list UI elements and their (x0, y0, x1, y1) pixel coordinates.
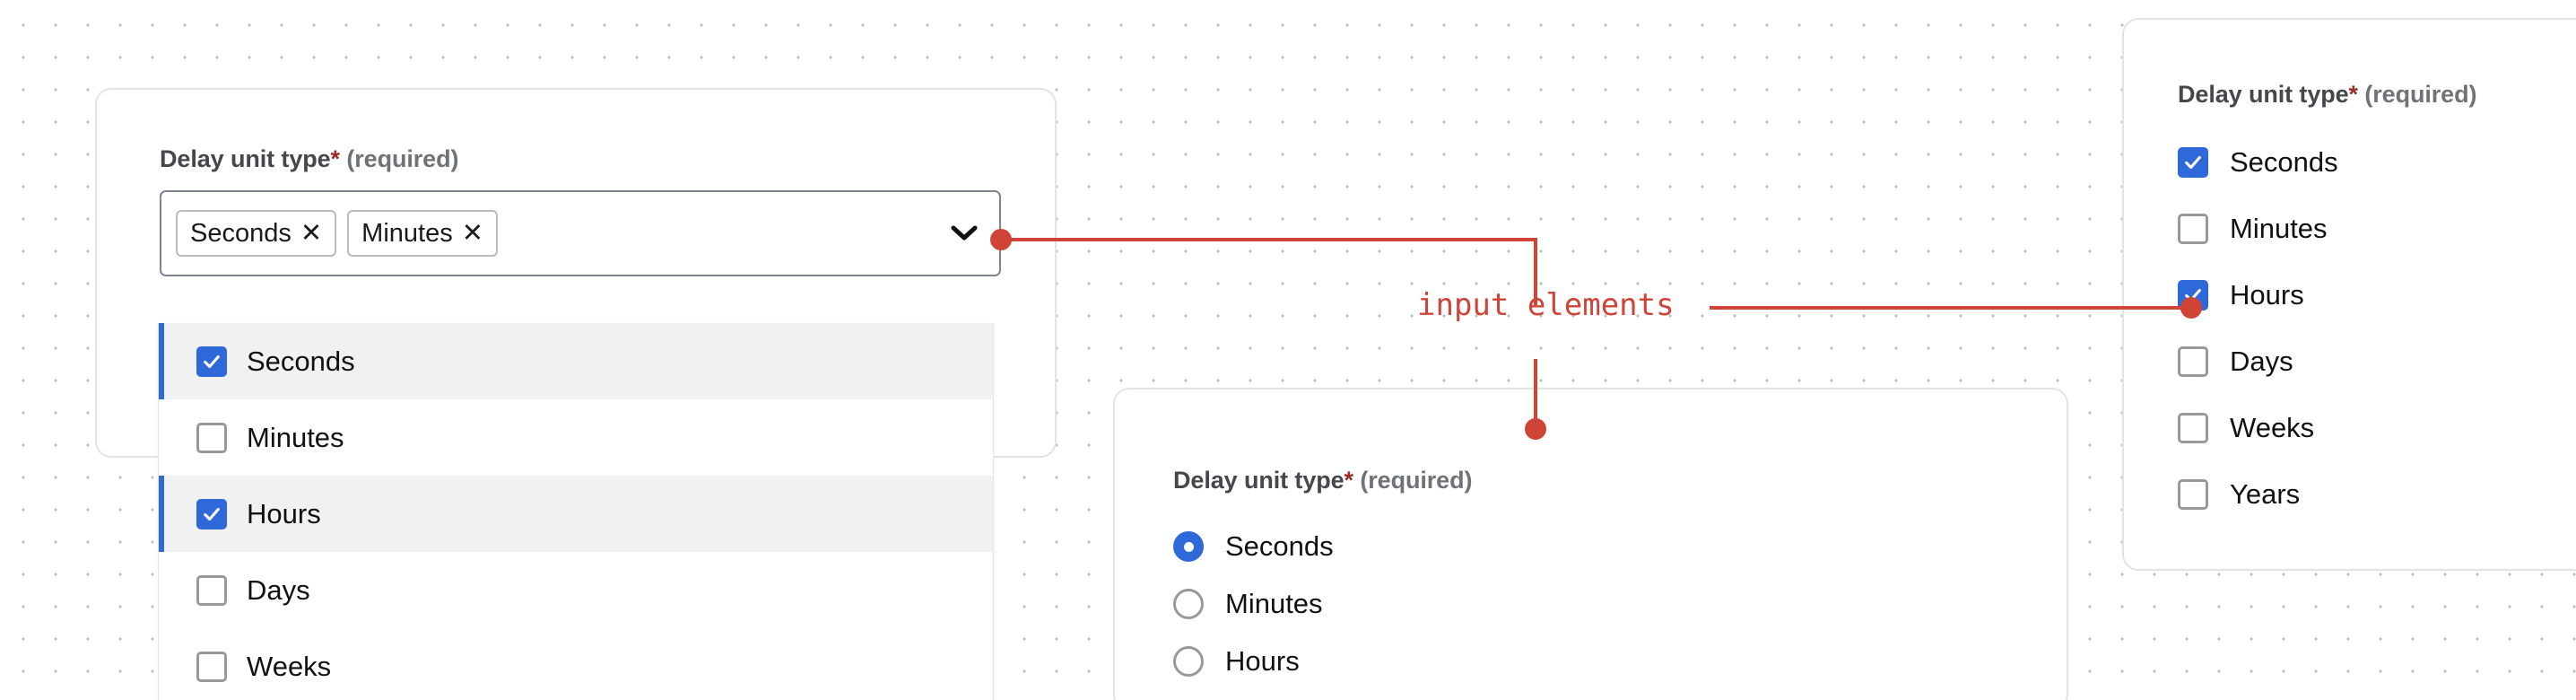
checkbox-option-years-label: Years (2230, 478, 2301, 510)
checkbox-hours-icon[interactable] (2178, 280, 2208, 311)
checkbox-weeks-icon[interactable] (2178, 413, 2208, 443)
radio-option-seconds-label: Seconds (1225, 530, 1334, 562)
checkbox-option-seconds[interactable]: Seconds (2178, 129, 2338, 196)
radio-group-card: Delay unit type* (required) Seconds Minu… (1113, 388, 2068, 700)
listbox-option-days[interactable]: Days (159, 552, 993, 628)
checkbox-option-weeks[interactable]: Weeks (2178, 395, 2338, 461)
listbox-option-seconds-label: Seconds (247, 345, 355, 377)
checkbox-option-hours[interactable]: Hours (2178, 262, 2338, 328)
radio-hours-icon[interactable] (1173, 646, 1204, 677)
radio-option-hours[interactable]: Hours (1173, 633, 1334, 690)
required-hint: (required) (346, 145, 459, 172)
checkbox-field-label: Delay unit type* (required) (2178, 81, 2476, 109)
required-asterisk: * (2348, 81, 2359, 108)
listbox-option-hours[interactable]: Hours (159, 476, 993, 552)
chip-minutes-label: Minutes (361, 218, 453, 248)
checkbox-option-weeks-label: Weeks (2230, 412, 2315, 443)
multiselect-input[interactable]: Seconds ✕ Minutes ✕ (160, 190, 1001, 276)
listbox-option-weeks[interactable]: Weeks (159, 628, 993, 700)
radio-minutes-icon[interactable] (1173, 589, 1204, 619)
checkbox-weeks-icon[interactable] (196, 651, 227, 682)
checkbox-seconds-icon[interactable] (2178, 147, 2208, 178)
checkbox-group-card: Delay unit type* (required) Seconds Minu… (2122, 18, 2576, 571)
listbox-option-weeks-label: Weeks (247, 650, 332, 682)
radio-option-minutes[interactable]: Minutes (1173, 575, 1334, 633)
checkbox-days-icon[interactable] (2178, 346, 2208, 377)
multiselect-listbox[interactable]: Seconds Minutes Hours Days Weeks (158, 323, 994, 700)
chevron-down-icon[interactable] (949, 218, 979, 249)
required-asterisk: * (1344, 467, 1354, 494)
checkbox-option-days[interactable]: Days (2178, 328, 2338, 395)
listbox-option-hours-label: Hours (247, 497, 321, 529)
annotation-label: input elements (1417, 287, 1675, 323)
radio-option-minutes-label: Minutes (1225, 588, 1323, 619)
checkbox-label-text: Delay unit type (2178, 81, 2349, 108)
chip-minutes[interactable]: Minutes ✕ (347, 210, 499, 257)
required-asterisk: * (330, 145, 341, 172)
multiselect-label-text: Delay unit type (160, 145, 331, 172)
checkbox-option-seconds-label: Seconds (2230, 146, 2338, 178)
multiselect-field-label: Delay unit type* (required) (160, 145, 458, 173)
chip-seconds-label: Seconds (190, 218, 292, 248)
required-hint: (required) (2364, 81, 2477, 108)
checkbox-minutes-icon[interactable] (2178, 214, 2208, 244)
required-hint: (required) (1360, 467, 1473, 494)
checkbox-minutes-icon[interactable] (196, 422, 227, 453)
checkbox-option-days-label: Days (2230, 346, 2293, 377)
listbox-option-days-label: Days (247, 573, 310, 606)
radio-group: Seconds Minutes Hours (1173, 518, 1334, 690)
chip-seconds[interactable]: Seconds ✕ (176, 210, 337, 257)
radio-option-seconds[interactable]: Seconds (1173, 518, 1334, 575)
listbox-option-minutes[interactable]: Minutes (159, 399, 993, 476)
listbox-option-seconds[interactable]: Seconds (159, 323, 993, 399)
checkbox-option-hours-label: Hours (2230, 279, 2304, 311)
chip-minutes-remove-icon[interactable]: ✕ (461, 218, 484, 248)
checkbox-option-years[interactable]: Years (2178, 461, 2338, 528)
radio-label-text: Delay unit type (1173, 467, 1345, 494)
checkbox-years-icon[interactable] (2178, 479, 2208, 510)
chip-seconds-remove-icon[interactable]: ✕ (300, 218, 323, 248)
radio-seconds-icon[interactable] (1173, 531, 1204, 562)
checkbox-hours-icon[interactable] (196, 498, 227, 529)
listbox-option-minutes-label: Minutes (247, 421, 344, 453)
radio-option-hours-label: Hours (1225, 645, 1300, 677)
checkbox-days-icon[interactable] (196, 574, 227, 606)
checkbox-group: Seconds Minutes Hours Days Weeks (2178, 129, 2338, 528)
checkbox-seconds-icon[interactable] (196, 346, 227, 377)
radio-field-label: Delay unit type* (required) (1173, 467, 1472, 494)
connector-to-multiselect (1003, 238, 1537, 305)
checkbox-option-minutes-label: Minutes (2230, 213, 2328, 244)
checkbox-option-minutes[interactable]: Minutes (2178, 196, 2338, 262)
